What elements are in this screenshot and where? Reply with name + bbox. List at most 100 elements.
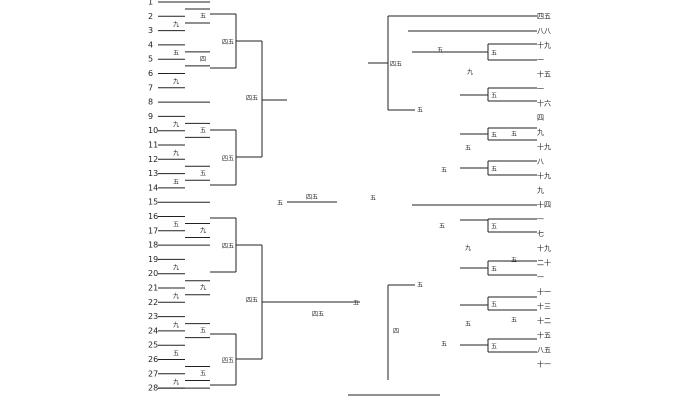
right-r3-label: 五 bbox=[465, 321, 471, 328]
right-seed-label: 八 bbox=[537, 158, 544, 166]
right-seed-label: 一 bbox=[537, 216, 544, 224]
left-r1-winner-label: 五 bbox=[173, 50, 179, 57]
right-r3-label: 五 bbox=[417, 107, 423, 114]
right-seed-label: 十九 bbox=[537, 244, 551, 253]
left-seed-number: 16 bbox=[148, 212, 158, 221]
left-seed-number: 4 bbox=[148, 40, 153, 49]
left-seed-number: 8 bbox=[148, 98, 153, 107]
right-seed-label: 十二 bbox=[537, 316, 551, 325]
left-r1-winner-label: 九 bbox=[173, 20, 179, 28]
right-r1-winner-label: 五 bbox=[491, 344, 497, 351]
left-seed-number: 23 bbox=[148, 312, 158, 321]
right-seed-label: 十一 bbox=[537, 287, 551, 296]
right-r1-label: 五 bbox=[511, 317, 517, 324]
right-r1-winner-label: 五 bbox=[491, 302, 497, 309]
left-seed-number: 5 bbox=[148, 55, 153, 64]
right-seed-label: 九 bbox=[537, 128, 544, 137]
left-seed-number: 12 bbox=[148, 155, 158, 164]
left-r1-winner-label: 九 bbox=[173, 149, 179, 157]
center-right-winner: 五 bbox=[370, 195, 376, 202]
left-r1-winner-label: 九 bbox=[173, 292, 179, 300]
left-r2-winner-label: 五 bbox=[200, 127, 206, 134]
left-seed-number: 3 bbox=[148, 26, 153, 35]
right-r4-label: 四五 bbox=[390, 61, 402, 68]
right-seed-label: 七 bbox=[537, 229, 544, 238]
left-r3-winner-label: 四五 bbox=[222, 39, 234, 46]
right-r4-label: 五 bbox=[417, 282, 423, 289]
center-lower-label: 四五 bbox=[312, 311, 324, 318]
right-r1-winner-label: 五 bbox=[491, 132, 497, 139]
right-r3-label: 五 bbox=[439, 223, 445, 230]
left-seed-number: 19 bbox=[148, 255, 158, 264]
left-r2-winner-label: 五 bbox=[200, 13, 206, 20]
right-r1-label: 五 bbox=[511, 131, 517, 138]
left-seed-number: 9 bbox=[148, 112, 153, 121]
left-seed-number: 1 bbox=[148, 0, 153, 7]
right-seed-label: 一 bbox=[537, 56, 544, 64]
left-seed-number: 27 bbox=[148, 369, 158, 378]
left-seed-number: 14 bbox=[148, 183, 158, 192]
left-seed-number: 13 bbox=[148, 169, 158, 178]
left-seed-number: 2 bbox=[148, 12, 153, 21]
left-r3-winner-label: 四五 bbox=[222, 156, 234, 163]
center-lower-winner: 五 bbox=[353, 300, 359, 307]
right-r1-winner-label: 五 bbox=[491, 166, 497, 173]
left-seed-number: 10 bbox=[148, 126, 158, 135]
left-r2-winner-label: 四 bbox=[200, 56, 206, 63]
right-seed-label: 一 bbox=[537, 274, 544, 282]
right-r1-winner-label: 五 bbox=[491, 93, 497, 100]
left-r2-winner-label: 五 bbox=[200, 328, 206, 335]
left-r2-winner-label: 九 bbox=[200, 227, 206, 235]
left-seed-number: 15 bbox=[148, 198, 158, 207]
left-seed-number: 18 bbox=[148, 241, 158, 250]
right-r2-label: 五 bbox=[437, 47, 443, 54]
left-r2-winner-label: 九 bbox=[200, 284, 206, 292]
center-left-label: 四五 bbox=[306, 194, 318, 201]
right-seed-label: 八八 bbox=[537, 27, 551, 35]
right-seed-label: 四五 bbox=[537, 13, 551, 21]
left-r2-winner-label: 五 bbox=[200, 371, 206, 378]
left-r3-winner-label: 四五 bbox=[222, 243, 234, 250]
left-seed-number: 11 bbox=[148, 141, 158, 150]
left-seed-number: 26 bbox=[148, 355, 158, 364]
left-r1-winner-label: 九 bbox=[173, 321, 179, 329]
right-r2-label: 九 bbox=[467, 68, 473, 76]
right-r1-winner-label: 五 bbox=[491, 266, 497, 273]
right-r1-winner-label: 五 bbox=[491, 50, 497, 57]
right-seed-label: 十一 bbox=[537, 360, 551, 369]
right-r3-label: 五 bbox=[441, 167, 447, 174]
left-seed-number: 17 bbox=[148, 226, 158, 235]
left-r4-winner-label: 四五 bbox=[246, 95, 258, 102]
left-r1-winner-label: 九 bbox=[173, 78, 179, 86]
left-r1-winner-label: 九 bbox=[173, 121, 179, 129]
left-seed-number: 21 bbox=[148, 284, 158, 293]
right-seed-label: 十四 bbox=[537, 200, 551, 209]
bracket-labels: 1234567891011121314151617181920212223242… bbox=[148, 0, 551, 393]
right-seed-label: 十九 bbox=[537, 41, 551, 50]
center-left-winner: 五 bbox=[277, 200, 283, 207]
left-r3-winner-label: 四五 bbox=[222, 358, 234, 365]
left-seed-number: 7 bbox=[148, 83, 153, 92]
right-seed-label: 十九 bbox=[537, 142, 551, 151]
right-r4-label: 四 bbox=[393, 328, 399, 335]
right-seed-label: 十五 bbox=[537, 331, 551, 340]
right-r1-winner-label: 五 bbox=[491, 224, 497, 231]
left-r4-winner-label: 四五 bbox=[246, 297, 258, 304]
right-seed-label: 八五 bbox=[537, 346, 551, 354]
right-seed-label: 十五 bbox=[537, 70, 551, 79]
left-r2-winner-label: 五 bbox=[200, 170, 206, 177]
right-seed-label: 十六 bbox=[537, 99, 551, 108]
right-seed-label: 一 bbox=[537, 85, 544, 93]
left-seed-number: 28 bbox=[148, 384, 158, 393]
left-r1-winner-label: 九 bbox=[173, 378, 179, 386]
right-seed-label: 十三 bbox=[537, 302, 551, 311]
left-seed-number: 20 bbox=[148, 269, 158, 278]
right-seed-label: 二十 bbox=[537, 258, 551, 267]
right-r1-label: 五 bbox=[511, 257, 517, 264]
left-r1-winner-label: 九 bbox=[173, 264, 179, 272]
left-r1-winner-label: 五 bbox=[173, 222, 179, 229]
right-seed-label: 十九 bbox=[537, 171, 551, 180]
left-r1-winner-label: 五 bbox=[173, 179, 179, 186]
left-seed-number: 6 bbox=[148, 69, 153, 78]
